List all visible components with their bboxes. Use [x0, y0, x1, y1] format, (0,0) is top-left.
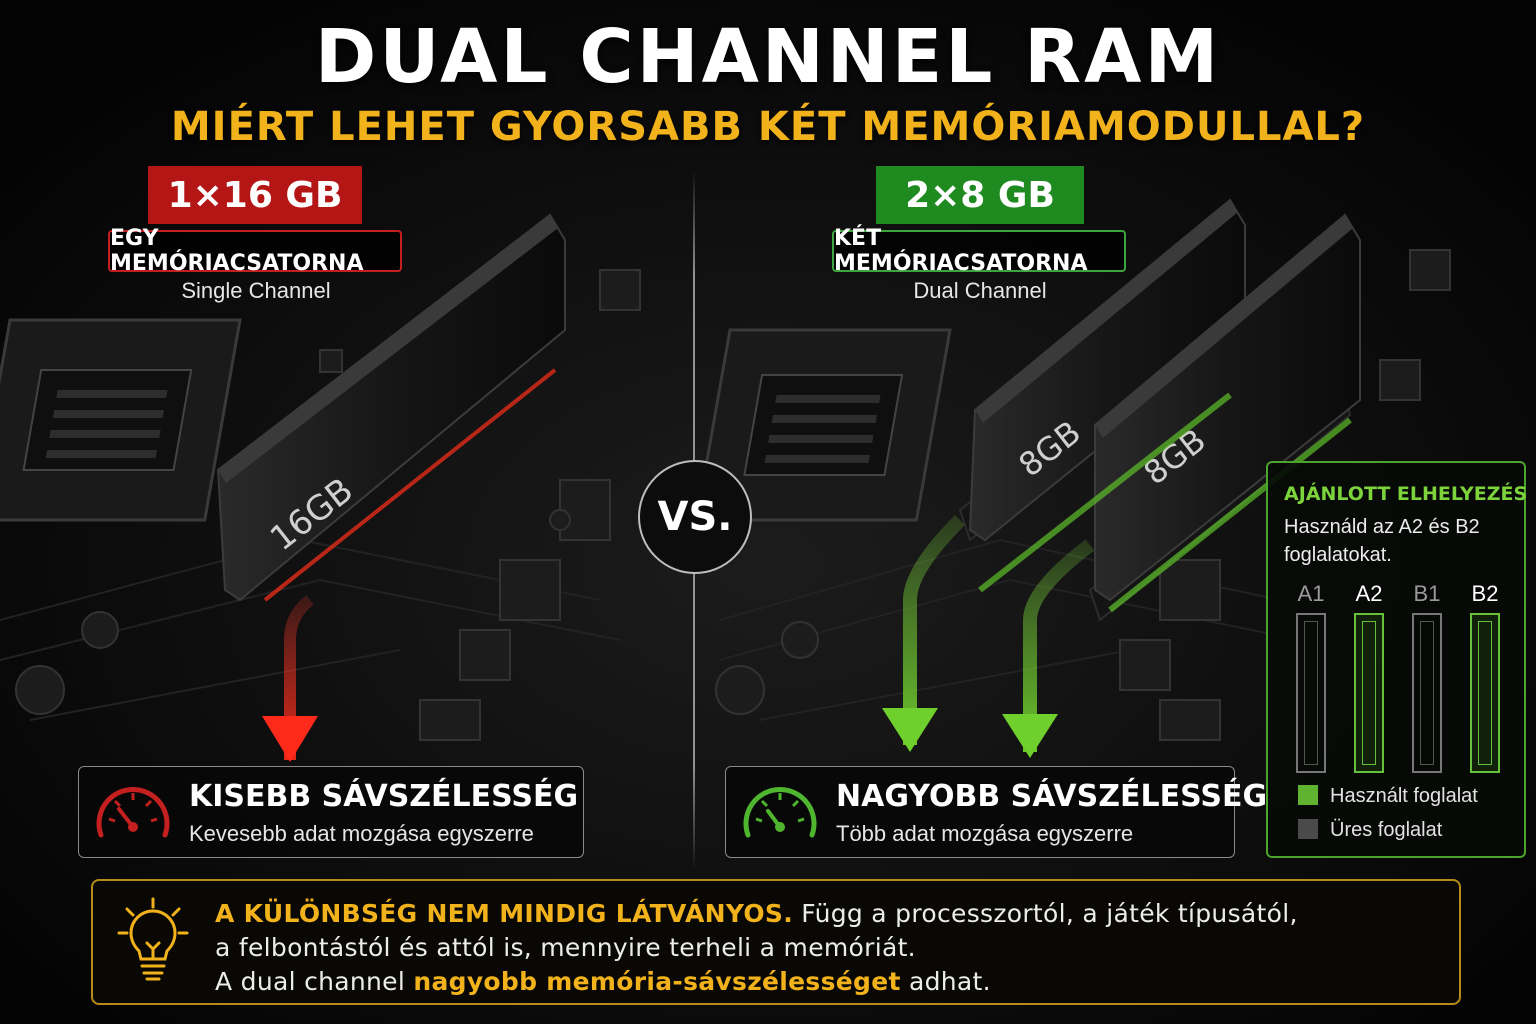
lightbulb-icon [117, 897, 189, 981]
legend-empty-swatch [1298, 819, 1318, 839]
bandwidth-box-single: KISEBB SÁVSZÉLESSÉG Kevesebb adat mozgás… [78, 766, 584, 858]
memory-slot-b1 [1412, 613, 1442, 773]
note-line-2: a felbontástól és attól is, mennyire ter… [215, 933, 916, 962]
dual-channel-size-badge: 2×8 GB [876, 166, 1084, 224]
speedometer-high-icon [743, 787, 817, 838]
single-channel-size-badge: 1×16 GB [148, 166, 362, 224]
bandwidth-title-single: KISEBB SÁVSZÉLESSÉG [189, 779, 579, 814]
recommended-placement-title: AJÁNLOTT ELHELYEZÉS [1284, 483, 1528, 505]
legend-empty: Üres foglalat [1298, 819, 1442, 842]
memory-slot-a2 [1354, 613, 1384, 773]
slot-label-a1: A1 [1297, 581, 1325, 606]
legend-used: Használt foglalat [1298, 785, 1478, 808]
note-line-1: A KÜLÖNBSÉG NEM MINDIG LÁTVÁNYOS. Függ a… [215, 899, 1298, 928]
single-channel-label: EGY MEMÓRIACSATORNA [108, 226, 402, 276]
note-line-3-highlight: nagyobb memória-sávszélességet [413, 967, 901, 996]
legend-used-swatch [1298, 785, 1318, 805]
bandwidth-text-single: Kevesebb adat mozgása egyszerre [189, 821, 534, 846]
note-line-3-post: adhat. [900, 967, 991, 996]
slot-label-a2: A2 [1355, 581, 1383, 606]
note-line-1-rest: Függ a processzortól, a játék típusától, [793, 899, 1298, 928]
note-bold-text: A KÜLÖNBSÉG NEM MINDIG LÁTVÁNYOS. [215, 899, 794, 928]
red-down-arrow [262, 595, 318, 762]
note-line-3-pre: A dual channel [215, 967, 414, 996]
slot-label-b2: B2 [1471, 581, 1499, 606]
dual-channel-label: KÉT MEMÓRIACSATORNA [832, 226, 1126, 276]
note-line-3: A dual channel nagyobb memória-sávszéles… [215, 967, 991, 996]
green-down-arrow-left [882, 515, 965, 752]
slot-label-b1: B1 [1413, 581, 1441, 606]
note-box: A KÜLÖNBSÉG NEM MINDIG LÁTVÁNYOS. Függ a… [91, 879, 1461, 1005]
vs-badge: VS. [638, 460, 752, 574]
single-channel-sublabel: Single Channel [181, 278, 331, 303]
speedometer-low-icon [96, 787, 170, 838]
memory-slot-a1 [1296, 613, 1326, 773]
main-subtitle: MIÉRT LEHET GYORSABB KÉT MEMÓRIAMODULLAL… [170, 104, 1366, 150]
bandwidth-title-dual: NAGYOBB SÁVSZÉLESSÉG [836, 779, 1268, 814]
recommended-placement-panel: AJÁNLOTT ELHELYEZÉS Használd az A2 és B2… [1266, 461, 1528, 858]
legend-empty-label: Üres foglalat [1330, 819, 1443, 841]
green-down-arrow-right [1002, 539, 1095, 758]
main-title: DUAL CHANNEL RAM [314, 14, 1222, 100]
memory-slot-b2 [1470, 613, 1500, 773]
dual-channel-sublabel: Dual Channel [913, 278, 1047, 303]
legend-used-label: Használt foglalat [1330, 785, 1478, 807]
bandwidth-box-dual: NAGYOBB SÁVSZÉLESSÉG Több adat mozgása e… [725, 766, 1267, 858]
recommended-placement-text: Használd az A2 és B2 foglalatokat. [1284, 516, 1480, 566]
bandwidth-text-dual: Több adat mozgása egyszerre [836, 821, 1134, 846]
